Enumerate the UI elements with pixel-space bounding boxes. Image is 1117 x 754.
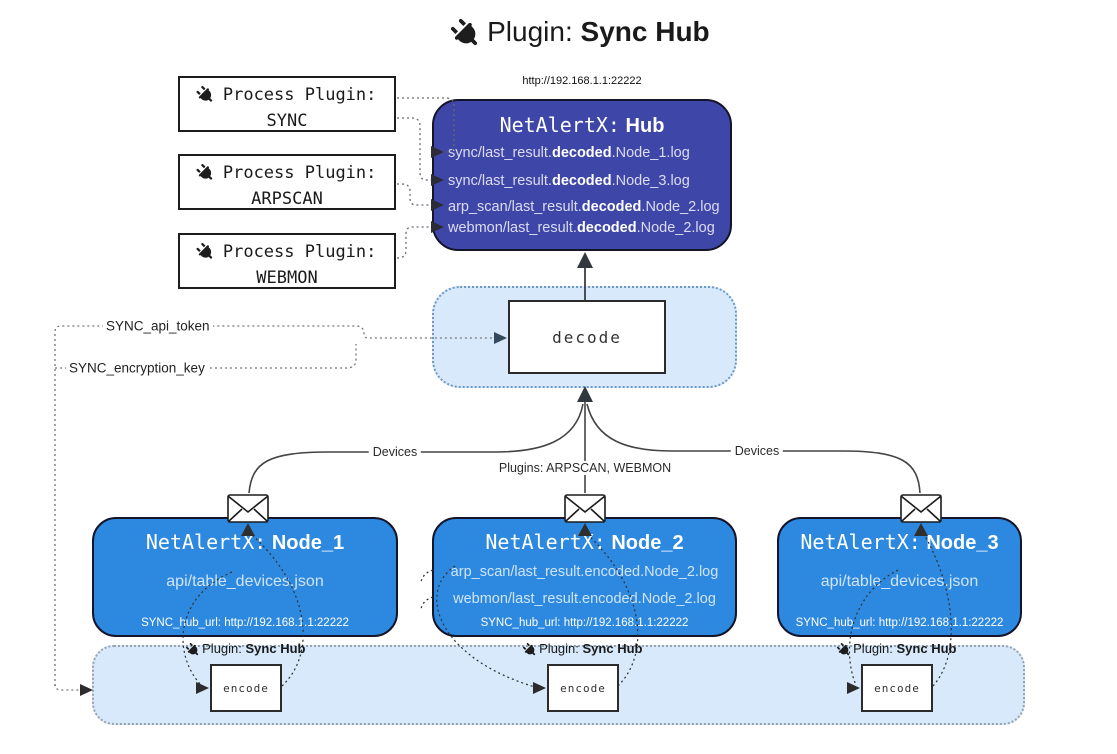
plug-icon	[193, 240, 216, 263]
process-plugin-title: Process Plugin:	[222, 163, 377, 183]
plug-icon	[834, 640, 852, 658]
node-hub-url: SYNC_hub_url: http://192.168.1.1:22222	[795, 617, 1004, 629]
hub-title-prefix: NetAlertX:	[499, 113, 620, 137]
hub-url-label: http://192.168.1.1:22222	[522, 75, 642, 87]
process-plugin-webmon-box: Process Plugin: WEBMON	[178, 233, 396, 289]
process-plugin-arpscan-box: Process Plugin: ARPSCAN	[178, 154, 396, 210]
page-title: Plugin: Sync Hub	[0, 16, 1117, 49]
hub-box: NetAlertX: Hub sync/last_result.decoded.…	[432, 99, 732, 251]
plug-icon	[520, 640, 538, 658]
devices-left-label: Devices	[368, 445, 422, 459]
hub-log-line: sync/last_result.decoded.Node_3.log	[448, 173, 690, 189]
decode-box: decode	[508, 300, 666, 374]
node-title: NetAlertX: Node_1	[145, 530, 345, 554]
hub-title: NetAlertX: Hub	[434, 113, 730, 138]
node-title: NetAlertX: Node_3	[800, 530, 999, 554]
encode-box-1: encode	[210, 664, 282, 712]
hub-log-line: sync/last_result.decoded.Node_1.log	[448, 145, 690, 161]
node-file: webmon/last_result.encoded.Node_2.log	[453, 591, 716, 607]
plugins-mid-label: Plugins: ARPSCAN, WEBMON	[494, 461, 676, 475]
encoder-label: Plugin: Sync Hub	[146, 641, 346, 657]
plug-icon	[193, 83, 216, 106]
hub-log-line: arp_scan/last_result.decoded.Node_2.log	[448, 199, 720, 215]
process-plugin-title: Process Plugin:	[222, 242, 377, 262]
title-prefix: Plugin:	[487, 16, 573, 47]
node-file: api/table_devices.json	[166, 573, 324, 590]
encoder-label: Plugin: Sync Hub	[483, 641, 683, 657]
node-1-box: NetAlertX: Node_1 api/table_devices.json…	[92, 517, 398, 637]
title-name: Sync Hub	[580, 16, 710, 47]
node-file: api/table_devices.json	[820, 573, 979, 590]
node-to-decode-links	[248, 402, 921, 494]
process-plugin-title: Process Plugin:	[222, 85, 377, 105]
encode-box-3: encode	[861, 664, 933, 712]
node-2-box: NetAlertX: Node_2 arp_scan/last_result.e…	[432, 517, 737, 637]
process-plugin-name: WEBMON	[256, 268, 318, 289]
node-hub-url: SYNC_hub_url: http://192.168.1.1:22222	[141, 617, 349, 629]
devices-right-label: Devices	[730, 444, 784, 458]
hub-title-name: Hub	[625, 115, 665, 137]
node-3-box: NetAlertX: Node_3 api/table_devices.json…	[777, 517, 1022, 637]
sync-encryption-key-label: SYNC_encryption_key	[66, 360, 208, 376]
hub-log-line: webmon/last_result.decoded.Node_2.log	[448, 220, 715, 236]
process-plugin-name: SYNC	[266, 111, 308, 132]
decode-bottom-arrow-icon	[577, 386, 593, 402]
plug-icon	[183, 640, 201, 658]
plug-icon	[193, 161, 216, 184]
node-file: arp_scan/last_result.encoded.Node_2.log	[450, 564, 719, 580]
encode-box-2: encode	[547, 664, 619, 712]
process-plugin-sync-box: Process Plugin: SYNC	[178, 76, 396, 132]
plug-icon	[447, 14, 487, 54]
node-title: NetAlertX: Node_2	[485, 530, 684, 554]
node-hub-url: SYNC_hub_url: http://192.168.1.1:22222	[480, 617, 689, 629]
process-plugin-name: ARPSCAN	[251, 189, 323, 210]
encoder-label: Plugin: Sync Hub	[797, 641, 997, 657]
sync-api-token-label: SYNC_api_token	[103, 318, 213, 334]
